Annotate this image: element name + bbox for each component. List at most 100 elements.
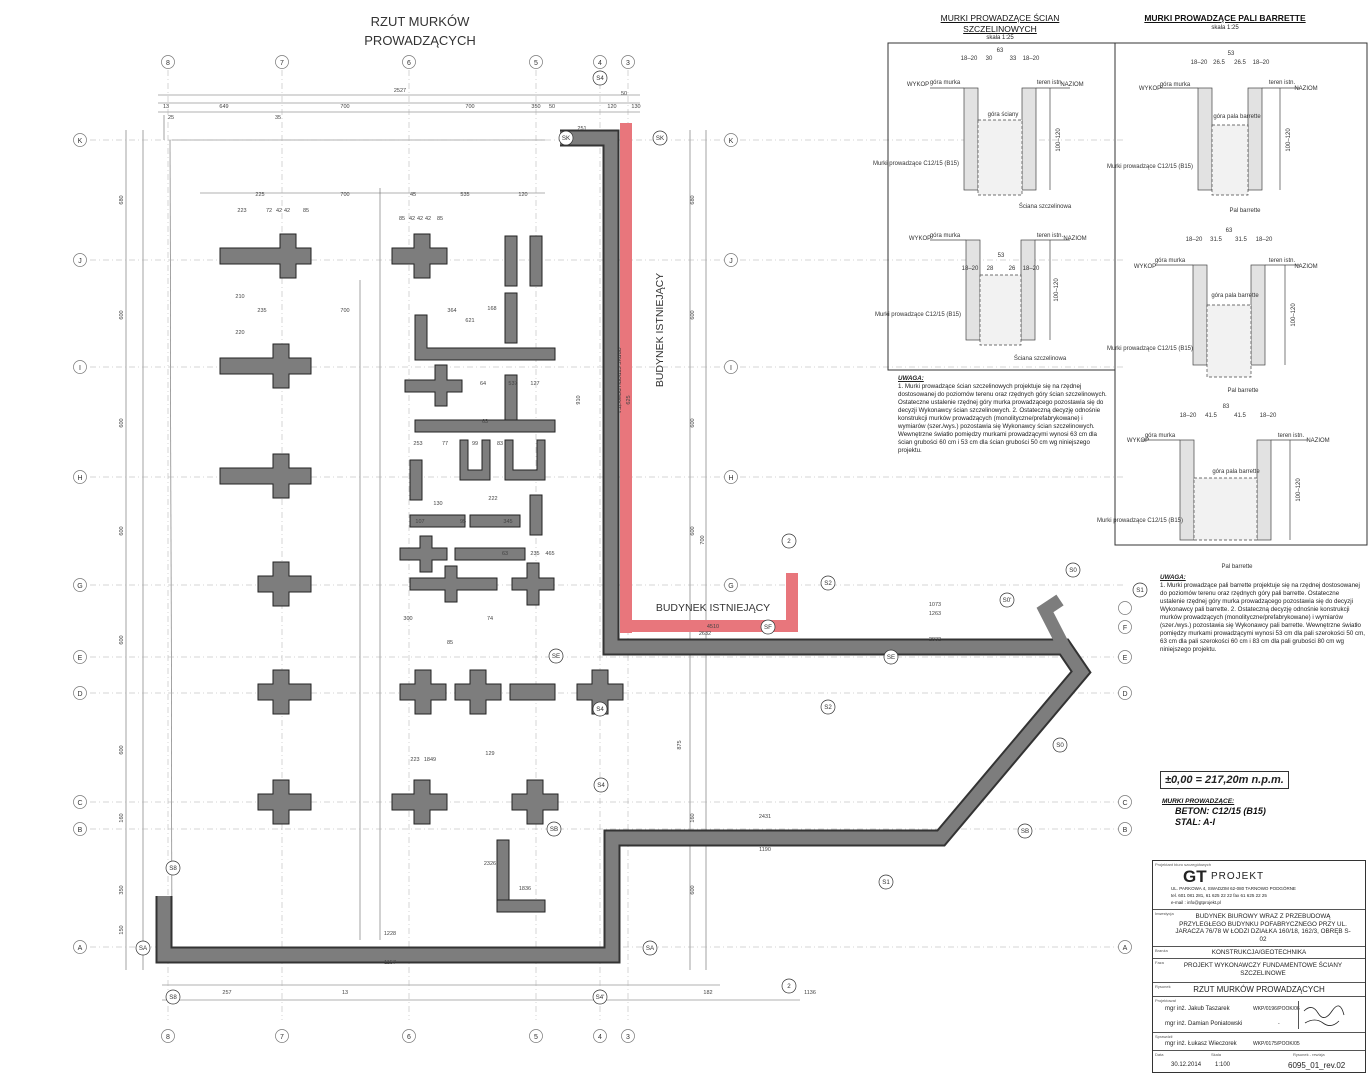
svg-text:G: G: [728, 583, 733, 590]
svg-text:B: B: [78, 827, 83, 834]
svg-text:E: E: [78, 655, 83, 662]
svg-text:99: 99: [472, 441, 478, 447]
svg-text:95: 95: [460, 519, 466, 525]
detail-barrette-c: [1142, 439, 1308, 541]
svg-text:257: 257: [222, 990, 231, 996]
svg-text:C: C: [1122, 800, 1127, 807]
svg-text:G: G: [77, 583, 82, 590]
svg-text:225: 225: [255, 192, 264, 198]
svg-text:K: K: [78, 138, 83, 145]
branch-row: Branża KONSTRUKCJA/GEOTECHNIKA: [1153, 946, 1365, 958]
branch-text: KONSTRUKCJA/GEOTECHNIKA: [1211, 949, 1307, 956]
svg-text:E: E: [1123, 655, 1128, 662]
svg-text:D: D: [77, 691, 82, 698]
svg-text:350: 350: [531, 104, 540, 110]
svg-text:83: 83: [1223, 404, 1230, 410]
svg-text:góra pala barrette: góra pala barrette: [1213, 114, 1261, 120]
svg-text:teren istn.: teren istn.: [1037, 233, 1064, 239]
svg-text:42: 42: [417, 216, 423, 222]
dimension-texts: 13 649 700 700 350 50 2527 25 35 251 120…: [119, 88, 941, 996]
svg-text:600: 600: [119, 310, 125, 319]
svg-text:700: 700: [340, 192, 349, 198]
detail-box-barrette: [1114, 42, 1368, 546]
svg-text:130: 130: [631, 104, 640, 110]
svg-text:85: 85: [447, 640, 453, 646]
svg-text:S4': S4': [596, 994, 605, 1001]
svg-text:53: 53: [998, 253, 1005, 259]
svg-text:63: 63: [482, 419, 488, 425]
svg-text:18–20: 18–20: [1186, 237, 1203, 243]
stage-row: Faza PROJEKT WYKONAWCZY FUNDAMENTOWE ŚCI…: [1153, 958, 1365, 982]
drawing-row: Rysunek RZUT MURKÓW PROWADZĄCYCH: [1153, 982, 1365, 996]
svg-text:góra ściany: góra ściany: [988, 112, 1019, 118]
svg-text:S1: S1: [1136, 587, 1144, 594]
section-mark-labels: S4 SK SK S2 S0 S1 S0' SF SE SE S2 S0 S4 …: [139, 75, 1144, 1001]
svg-text:100–120: 100–120: [1056, 128, 1062, 152]
svg-text:28: 28: [987, 266, 994, 272]
svg-text:2431: 2431: [759, 814, 771, 820]
designer-2: mgr inż. Damian Poniatowski: [1165, 1021, 1243, 1027]
svg-text:NAZIOM: NAZIOM: [1060, 82, 1083, 88]
svg-text:Murki prowadzące C12/15 (B15): Murki prowadzące C12/15 (B15): [1107, 346, 1193, 352]
notes-walls-text: 1. Murki prowadzące ścian szczelinowych …: [898, 383, 1107, 454]
svg-text:13: 13: [163, 104, 169, 110]
svg-text:64: 64: [480, 381, 486, 387]
spec-steel: STAL: A-I: [1175, 817, 1215, 827]
svg-text:182: 182: [703, 990, 712, 996]
svg-text:42: 42: [276, 208, 282, 214]
svg-text:SK: SK: [562, 135, 571, 142]
svg-text:2832: 2832: [929, 637, 941, 643]
svg-text:235: 235: [530, 551, 539, 557]
svg-text:8: 8: [166, 1034, 170, 1041]
svg-text:Pal barrette: Pal barrette: [1229, 208, 1261, 214]
svg-text:35: 35: [275, 115, 281, 121]
svg-text:31.5: 31.5: [1210, 237, 1222, 243]
svg-text:910: 910: [576, 395, 582, 404]
svg-text:A: A: [78, 945, 83, 952]
checker-row: Sprawdził mgr inż. Łukasz Wieczorek WKP/…: [1153, 1032, 1365, 1050]
svg-text:góra pala barrette: góra pala barrette: [1212, 469, 1260, 475]
svg-text:SE: SE: [552, 653, 560, 660]
svg-text:31.5: 31.5: [1235, 237, 1247, 243]
svg-text:63: 63: [997, 48, 1004, 54]
svg-text:góra murka: góra murka: [930, 233, 961, 239]
svg-text:600: 600: [690, 418, 696, 427]
svg-text:góra murka: góra murka: [1155, 258, 1186, 264]
svg-text:6: 6: [407, 60, 411, 67]
svg-text:4: 4: [598, 1034, 602, 1041]
svg-text:A: A: [1123, 945, 1128, 952]
designers-row: Projektował mgr inż. Jakub Taszarek WKP/…: [1153, 996, 1365, 1032]
svg-text:D: D: [1122, 691, 1127, 698]
svg-text:Murki prowadzące C12/15 (B15): Murki prowadzące C12/15 (B15): [1107, 164, 1193, 170]
svg-text:SA: SA: [139, 945, 148, 952]
svg-text:7: 7: [280, 60, 284, 67]
svg-text:364: 364: [447, 308, 456, 314]
svg-text:600: 600: [119, 418, 125, 427]
svg-text:18–20: 18–20: [961, 56, 978, 62]
detail-barrette-a: [1160, 87, 1300, 196]
svg-text:S4: S4: [597, 782, 605, 789]
svg-text:700: 700: [700, 535, 706, 544]
company-name: PROJEKT: [1211, 871, 1265, 882]
svg-text:F: F: [1123, 625, 1127, 632]
detail-walls-title-1: MURKI PROWADZĄCE ŚCIAN: [940, 13, 1060, 23]
svg-text:649: 649: [219, 104, 228, 110]
svg-text:7: 7: [280, 1034, 284, 1041]
svg-text:700: 700: [465, 104, 474, 110]
svg-text:42: 42: [284, 208, 290, 214]
svg-text:42: 42: [425, 216, 431, 222]
svg-text:WYKOP: WYKOP: [907, 82, 929, 88]
svg-text:30: 30: [986, 56, 993, 62]
investment-text: BUDYNEK BIUROWY WRAZ Z PRZEBUDOWĄ PRZYLE…: [1175, 913, 1351, 943]
svg-text:18–20: 18–20: [1023, 266, 1040, 272]
svg-text:85: 85: [399, 216, 405, 222]
svg-text:345: 345: [503, 519, 512, 525]
company-phone: tel. 601 081 281, 61 625 22 22 fax 61 62…: [1171, 893, 1267, 898]
detail-texts: 63 18–20 30 33 18–20 góra murka WYKOP te…: [873, 48, 1330, 570]
svg-text:680: 680: [690, 195, 696, 204]
svg-text:210: 210: [235, 294, 244, 300]
detail-walls-scale: skala 1:25: [986, 35, 1014, 41]
notes-walls-heading: UWAGA:: [898, 375, 924, 382]
svg-text:NAZIOM: NAZIOM: [1063, 236, 1086, 242]
existing-building-label-2: BUDYNEK ISTNIEJĄCY: [656, 602, 770, 614]
